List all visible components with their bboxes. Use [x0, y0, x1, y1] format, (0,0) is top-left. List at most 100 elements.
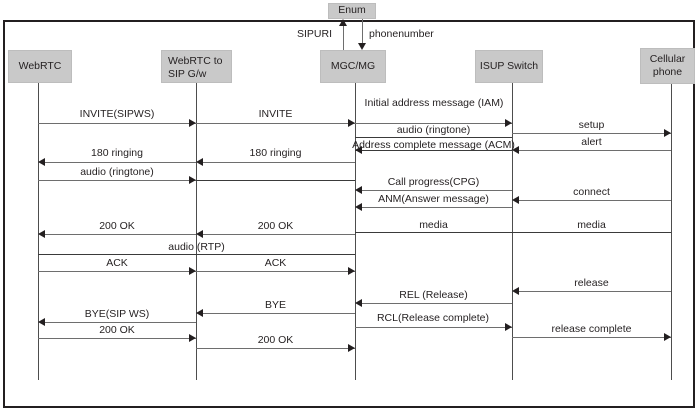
msg-line-m12	[519, 200, 671, 201]
msg-label-m16: 200 OK	[99, 220, 135, 232]
msg-label-m22: REL (Release)	[399, 289, 468, 301]
arrow-head-m17-icon	[196, 230, 203, 238]
msg-label-m3: Initial address message (IAM)	[364, 97, 504, 109]
actor-webrtc[interactable]: WebRTC	[8, 50, 72, 83]
msg-label-m14: media	[419, 219, 448, 231]
msg-label-m27: 200 OK	[99, 324, 135, 336]
msg-line-m2	[196, 123, 355, 124]
msg-label-m11: Call progress(CPG)	[387, 176, 480, 188]
msg-line-m25	[355, 327, 512, 328]
actor-mgc[interactable]: MGC/MG	[320, 50, 386, 83]
diagram-frame	[3, 20, 695, 408]
msg-label-m20: ACK	[264, 257, 287, 269]
msg-label-m19: ACK	[106, 257, 128, 269]
msg-line-m23	[203, 313, 355, 314]
arrow-head-m1-icon	[189, 119, 196, 127]
arrow-head-m3-icon	[505, 119, 512, 127]
enum-label: Enum	[338, 4, 366, 16]
arrow-head-m20-icon	[348, 267, 355, 275]
arrow-head-m27-icon	[189, 334, 196, 342]
arrow-head-m24-icon	[38, 318, 45, 326]
arrow-head-m7-icon	[355, 146, 362, 154]
actor-isup[interactable]: ISUP Switch	[475, 50, 543, 83]
msg-label-m17: 200 OK	[257, 220, 294, 232]
sipuri-arrow-line	[343, 26, 344, 51]
msg-line-m15	[512, 232, 671, 233]
arrow-head-m22-icon	[355, 299, 362, 307]
lifeline-cell	[671, 84, 672, 380]
arrow-head-m19-icon	[189, 267, 196, 275]
msg-line-m7	[355, 150, 512, 151]
arrow-head-m8-icon	[38, 158, 45, 166]
enum-box: Enum	[328, 3, 376, 19]
msg-line-m26	[512, 337, 671, 338]
msg-line-m9	[203, 162, 355, 163]
arrow-head-m25-icon	[505, 323, 512, 331]
sipuri-arrow-head-icon	[339, 19, 347, 26]
msg-line-m4	[512, 133, 671, 134]
actor-gw[interactable]: WebRTC to SIP G/w	[161, 50, 232, 83]
lifeline-isup	[512, 83, 513, 380]
msg-label-m24: BYE(SIP WS)	[84, 308, 150, 320]
arrow-head-m9-icon	[196, 158, 203, 166]
msg-line-m21	[519, 291, 671, 292]
msg-label-m25: RCL(Release complete)	[376, 312, 490, 324]
msg-label-m9: 180 ringing	[249, 147, 302, 159]
msg-line-m28	[196, 348, 355, 349]
msg-line-m17	[203, 234, 355, 235]
arrow-head-m6-icon	[512, 146, 519, 154]
msg-label-m28: 200 OK	[257, 334, 294, 346]
arrow-head-m12-icon	[512, 196, 519, 204]
msg-line-m6	[519, 150, 671, 151]
arrow-head-m4-icon	[664, 129, 671, 137]
msg-line-m27	[38, 338, 196, 339]
actor-webrtc-label: WebRTC	[18, 60, 62, 72]
arrow-head-m10-icon	[189, 176, 196, 184]
lifeline-mgc	[355, 83, 356, 380]
msg-label-m10: audio (ringtone)	[80, 166, 154, 178]
arrow-head-m23-icon	[196, 309, 203, 317]
phonenumber-label: phonenumber	[369, 28, 434, 40]
phonenumber-arrow-line	[362, 19, 363, 44]
arrow-head-m26-icon	[664, 333, 671, 341]
msg-line-m20	[196, 271, 355, 272]
msg-line-m16	[45, 234, 196, 235]
msg-line-m10	[38, 180, 196, 181]
phonenumber-arrow-head-icon	[358, 43, 366, 50]
msg-line-m24	[45, 322, 196, 323]
msg-label-m26: release complete	[551, 323, 632, 335]
msg-label-m5: audio (ringtone)	[396, 124, 471, 136]
msg-line-m5	[355, 137, 512, 138]
msg-label-m6: alert	[581, 136, 602, 148]
msg-label-m8: 180 ringing	[91, 147, 143, 159]
actor-cell[interactable]: Cellular phone	[640, 48, 695, 84]
msg-label-m21: release	[574, 277, 609, 289]
msg-label-m2: INVITE	[258, 108, 293, 120]
arrow-head-m11-icon	[355, 186, 362, 194]
msg-label-m12: connect	[573, 186, 610, 198]
actor-cell-label: Cellular phone	[649, 53, 686, 78]
actor-isup-label: ISUP Switch	[479, 60, 539, 72]
msg-label-m15: media	[577, 219, 606, 231]
msg-line-m1	[38, 123, 196, 124]
actor-gw-label: WebRTC to SIP G/w	[168, 55, 223, 80]
msg-label-m18: audio (RTP)	[168, 241, 225, 253]
arrow-head-m16-icon	[38, 230, 45, 238]
arrow-head-m21-icon	[512, 287, 519, 295]
msg-label-m1: INVITE(SIPWS)	[79, 108, 155, 120]
msg-line-m19	[38, 271, 196, 272]
msg-line-m13	[362, 207, 512, 208]
msg-line-m14	[355, 232, 512, 233]
sipuri-label: SIPURI	[297, 28, 333, 40]
arrow-head-m2-icon	[348, 119, 355, 127]
actor-mgc-label: MGC/MG	[330, 60, 376, 72]
msg-label-m4: setup	[578, 119, 605, 131]
msg-line-m3	[355, 123, 512, 124]
msg-line-m18	[38, 254, 355, 255]
msg-label-m23: BYE	[264, 299, 286, 311]
msg-label-m13: ANM(Answer message)	[378, 193, 489, 205]
arrow-head-m28-icon	[348, 344, 355, 352]
msg-line-m10-cont	[196, 180, 355, 181]
msg-line-m8	[45, 162, 196, 163]
